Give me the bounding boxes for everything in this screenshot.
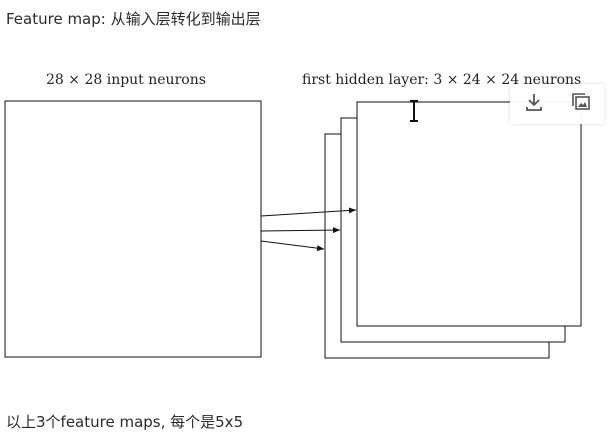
- image-icon: [570, 91, 592, 117]
- download-button[interactable]: [518, 88, 550, 120]
- arrow-to-map-2: [260, 227, 341, 234]
- image-toolbar: [510, 84, 604, 124]
- view-image-button[interactable]: [565, 88, 597, 120]
- input-layer-label: 28 × 28 input neurons: [46, 72, 206, 88]
- page-heading: Feature map: 从输入层转化到输出层: [6, 10, 261, 28]
- feature-map-1: [356, 101, 582, 327]
- download-icon: [523, 91, 545, 117]
- text-cursor-icon: [408, 100, 420, 122]
- arrow-to-map-1: [260, 207, 357, 217]
- input-layer-square: [4, 100, 262, 358]
- footer-note: 以上3个feature maps, 每个是5x5: [6, 413, 244, 431]
- arrow-to-map-3: [260, 240, 325, 252]
